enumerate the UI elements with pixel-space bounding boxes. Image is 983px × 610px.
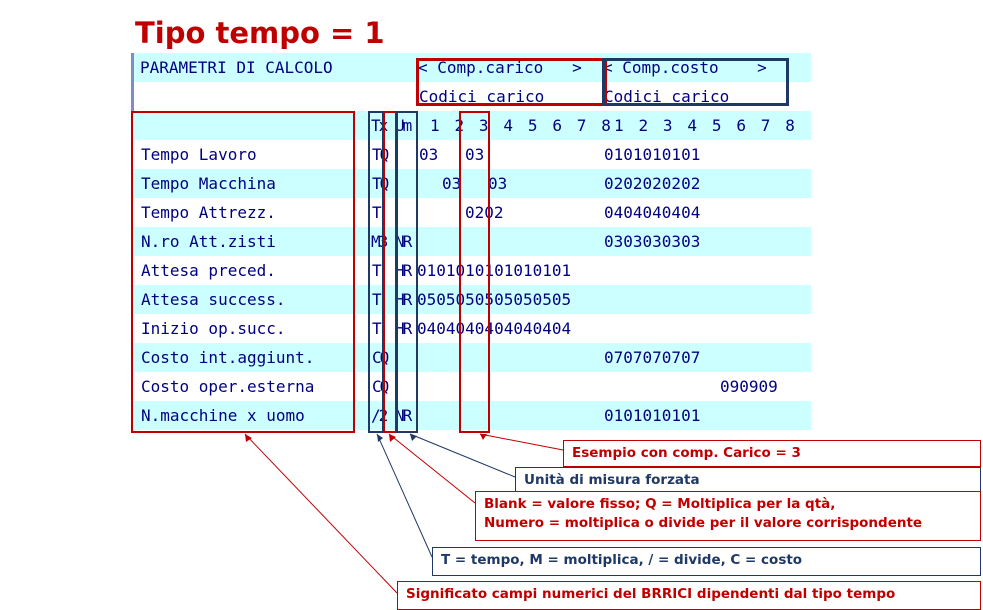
row-label: Costo oper.esterna (141, 377, 315, 396)
row-label: Attesa preced. (141, 261, 276, 280)
connector-c5 (244, 433, 398, 594)
row-value[interactable]: 03 (488, 174, 508, 193)
row-bg-7 (131, 314, 811, 343)
row-label: Attesa success. (141, 290, 286, 309)
row-value[interactable]: 0505050505050505 (417, 290, 572, 309)
col-nums-costo: 1 2 3 4 5 6 7 8 (614, 116, 798, 135)
row-value[interactable]: 0101010101010101 (417, 261, 572, 280)
row-label: Tempo Macchina (141, 174, 276, 193)
row-tx[interactable]: T (372, 319, 382, 338)
col-um-header: Um (395, 116, 412, 135)
row-value[interactable]: 03 (442, 174, 462, 193)
row-label: Costo int.aggiunt. (141, 348, 315, 367)
callout-blank-line2: Numero = moltiplica o divide per il valo… (484, 515, 923, 531)
screen-header-label: PARAMETRI DI CALCOLO (140, 58, 333, 77)
row-value[interactable]: 0707070707 (604, 348, 701, 367)
row-bg-3 (131, 198, 811, 227)
comp-carico-highlight-box (416, 58, 607, 106)
codici-carico-label-1: Codici carico (419, 87, 545, 106)
row-value[interactable]: 0202020202 (604, 174, 701, 193)
row-um[interactable]: NR (395, 406, 412, 425)
column-header-row (131, 111, 811, 140)
row-value[interactable]: 03 (419, 145, 439, 164)
row-value[interactable]: 0404040404 (604, 203, 701, 222)
header-row-1 (131, 53, 811, 82)
row-label: N.ro Att.zisti (141, 232, 276, 251)
comp-costo-header[interactable]: < Comp.costo > (603, 58, 767, 77)
row-um[interactable]: HR (395, 290, 412, 309)
page-title: Tipo tempo = 1 (135, 16, 385, 50)
row-bg-6 (131, 285, 811, 314)
connector-c4 (376, 433, 433, 558)
codici-carico-label-2: Codici carico (604, 87, 730, 106)
row-tx[interactable]: T (372, 203, 382, 222)
comp-carico-header[interactable]: < Comp.carico > (418, 58, 582, 77)
row-bg-10 (131, 401, 811, 430)
labels-highlight-box (131, 111, 355, 433)
row-bg-5 (131, 256, 811, 285)
carico-3-column-box (459, 111, 490, 433)
row-bg-9 (131, 372, 811, 401)
row-value[interactable]: 0101010101 (604, 145, 701, 164)
row-label: Tempo Attrezz. (141, 203, 276, 222)
row-um[interactable]: HR (395, 319, 412, 338)
row-label: Tempo Lavoro (141, 145, 257, 164)
connector-c2 (409, 433, 516, 478)
row-tx[interactable]: T (372, 261, 382, 280)
row-tx[interactable]: T (372, 290, 382, 309)
connector-c1 (479, 433, 564, 451)
row-value[interactable]: 0303030303 (604, 232, 701, 251)
connector-c3 (388, 433, 476, 504)
callout-blank: Blank = valore fisso; Q = Moltiplica per… (475, 491, 981, 541)
header-row-2 (131, 82, 811, 111)
callout-esempio: Esempio con comp. Carico = 3 (563, 440, 981, 467)
callout-blank-line1: Blank = valore fisso; Q = Moltiplica per… (484, 496, 836, 512)
row-um[interactable]: NR (395, 232, 412, 251)
screen-left-bar (131, 53, 134, 111)
row-bg-1 (131, 140, 811, 169)
row-um[interactable]: HR (395, 261, 412, 280)
comp-costo-highlight-box (602, 58, 789, 106)
row-label: N.macchine x uomo (141, 406, 305, 425)
row-value[interactable]: 0202 (465, 203, 504, 222)
callout-significato: Significato campi numerici del BRRICI di… (397, 581, 981, 610)
callout-tipo: T = tempo, M = moltiplica, / = divide, C… (432, 547, 981, 576)
row-bg-2 (131, 169, 811, 198)
row-bg-4 (131, 227, 811, 256)
callout-unita: Unità di misura forzata (515, 467, 981, 494)
parameters-screen (131, 53, 813, 430)
um-column-box (396, 111, 418, 433)
row-value[interactable]: 090909 (720, 377, 778, 396)
row-value[interactable]: 0101010101 (604, 406, 701, 425)
row-value[interactable]: 03 (465, 145, 485, 164)
row-value[interactable]: 0404040404040404 (417, 319, 572, 338)
row-label: Inizio op.succ. (141, 319, 286, 338)
row-bg-8 (131, 343, 811, 372)
